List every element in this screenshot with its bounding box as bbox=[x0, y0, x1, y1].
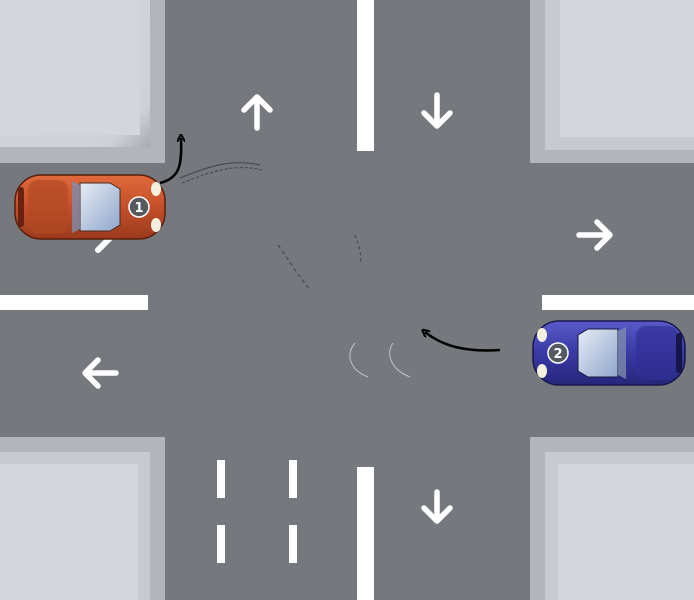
lane-arrow-left-icon bbox=[82, 357, 119, 389]
sidewalk-bottom-right bbox=[530, 437, 694, 600]
vehicle-2-path-arrow bbox=[425, 332, 501, 352]
vehicle-1-badge bbox=[128, 196, 150, 218]
dashed-lane-markings-south bbox=[217, 460, 297, 563]
stop-line-west bbox=[0, 295, 148, 310]
skid-marks bbox=[179, 162, 362, 291]
lane-arrow-up-icon bbox=[241, 94, 273, 131]
vehicle-1: 1 bbox=[14, 174, 166, 240]
sidewalk-top-left bbox=[0, 0, 165, 163]
vehicle-2-number: 2 bbox=[553, 347, 562, 362]
vehicle-2-badge bbox=[547, 342, 569, 364]
lane-arrow-down-south-icon bbox=[421, 489, 453, 524]
sidewalk-bottom-left bbox=[0, 437, 165, 600]
sidewalk-top-right bbox=[530, 0, 694, 163]
stop-line-east bbox=[542, 295, 694, 310]
center-line-south bbox=[357, 467, 374, 600]
vehicle-1-turn-arrow bbox=[159, 138, 181, 185]
lane-arrow-down-icon bbox=[421, 92, 453, 129]
vehicle-1-number: 1 bbox=[134, 201, 143, 216]
lane-arrow-right-icon bbox=[576, 219, 613, 251]
tire-arcs bbox=[349, 342, 411, 378]
vehicle-2: 2 bbox=[532, 320, 686, 386]
center-line-north bbox=[357, 0, 374, 151]
